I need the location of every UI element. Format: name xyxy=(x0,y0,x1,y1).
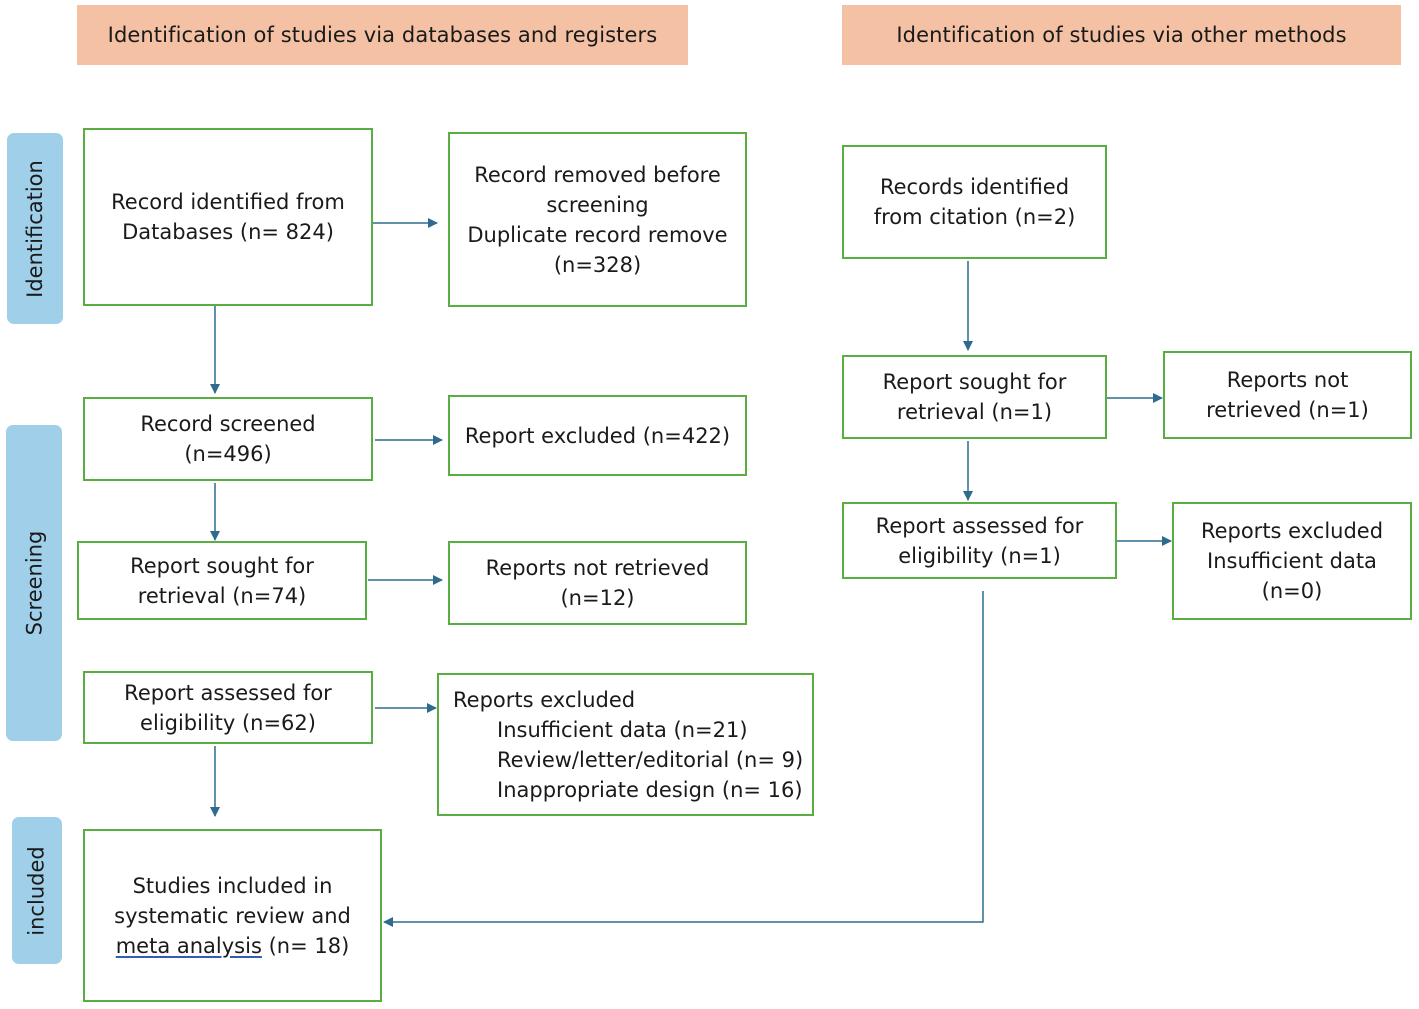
box-text: Records identified xyxy=(879,175,1070,199)
box-studies-included: Studies included in systematic review an… xyxy=(83,829,382,1002)
box-records-screened: Record screened (n=496) xyxy=(83,397,373,481)
meta-analysis-text: meta analysis xyxy=(115,933,262,958)
box-text: Record removed before xyxy=(474,162,721,187)
included-count: (n= 18) xyxy=(261,933,350,958)
exclusion-reason: Inappropriate design (n= 16) xyxy=(497,777,803,802)
phase-screening: Screening xyxy=(6,425,62,741)
box-text: Report sought for xyxy=(882,370,1067,394)
exclusion-reason: Review/letter/editorial (n= 9) xyxy=(497,747,804,772)
box-text: retrieval (n=74) xyxy=(137,583,307,608)
box-records-removed: Record removed before screening Duplicat… xyxy=(448,132,747,307)
box-text: Insufficient data xyxy=(1207,549,1377,573)
header-other-label: Identification of studies via other meth… xyxy=(896,23,1347,47)
phase-included: included xyxy=(12,817,62,964)
box-text: (n=496) xyxy=(184,442,272,466)
box-text: Report sought for xyxy=(130,553,314,578)
box-other-reports-sought: Report sought for retrieval (n=1) xyxy=(842,355,1107,439)
exclusion-reason: Insufficient data (n=21) xyxy=(497,717,748,742)
box-text: (n=0) xyxy=(1261,579,1323,603)
box-records-from-citation: Records identified from citation (n=2) xyxy=(842,145,1107,259)
box-text: Reports excluded xyxy=(1200,519,1384,543)
box-text: screening xyxy=(546,192,649,217)
box-text: from citation (n=2) xyxy=(873,205,1076,229)
box-text: Duplicate record remove xyxy=(467,222,728,247)
header-other-methods: Identification of studies via other meth… xyxy=(842,5,1401,65)
box-text: Report assessed for xyxy=(124,680,332,705)
box-other-reports-not-retrieved: Reports not retrieved (n=1) xyxy=(1163,351,1412,439)
phase-included-label: included xyxy=(25,845,50,936)
phase-identification-label: Identification xyxy=(23,159,48,298)
box-text: retrieval (n=1) xyxy=(896,400,1053,424)
box-text: Reports not xyxy=(1226,368,1349,392)
box-reports-excluded-screening: Report excluded (n=422) xyxy=(448,395,747,476)
box-text: retrieved (n=1) xyxy=(1206,398,1369,422)
box-text: Report assessed for xyxy=(875,513,1084,538)
box-other-reports-excluded: Reports excluded Insufficient data (n=0) xyxy=(1172,502,1412,620)
box-text: systematic review and xyxy=(114,903,351,928)
box-other-reports-assessed: Report assessed for eligibility (n=1) xyxy=(842,502,1117,579)
box-text-line: meta analysis (n= 18) xyxy=(116,931,350,961)
box-reports-not-retrieved: Reports not retrieved (n=12) xyxy=(448,541,747,625)
box-reports-assessed: Report assessed for eligibility (n=62) xyxy=(83,671,373,744)
box-text: Record screened xyxy=(140,412,316,436)
phase-screening-label: Screening xyxy=(22,530,47,636)
box-text: eligibility (n=1) xyxy=(898,543,1061,568)
header-databases-label: Identification of studies via databases … xyxy=(107,23,658,47)
box-text: Databases (n= 824) xyxy=(122,220,334,244)
box-text: Report excluded (n=422) xyxy=(464,423,731,448)
box-text: (n=328) xyxy=(553,252,642,277)
box-reports-excluded-eligibility: Reports excluded Insufficient data (n=21… xyxy=(437,673,814,816)
header-databases-registers: Identification of studies via databases … xyxy=(77,5,688,65)
box-title: Reports excluded xyxy=(453,687,636,712)
phase-identification: Identification xyxy=(7,133,63,324)
box-reports-sought: Report sought for retrieval (n=74) xyxy=(77,541,367,620)
box-text: Studies included in xyxy=(132,873,333,898)
box-text: Record identified from xyxy=(111,190,345,214)
box-text: eligibility (n=62) xyxy=(140,710,316,735)
box-text: Reports not retrieved xyxy=(485,556,710,580)
box-text: (n=12) xyxy=(560,586,635,610)
box-records-identified-databases: Record identified from Databases (n= 824… xyxy=(83,128,373,306)
